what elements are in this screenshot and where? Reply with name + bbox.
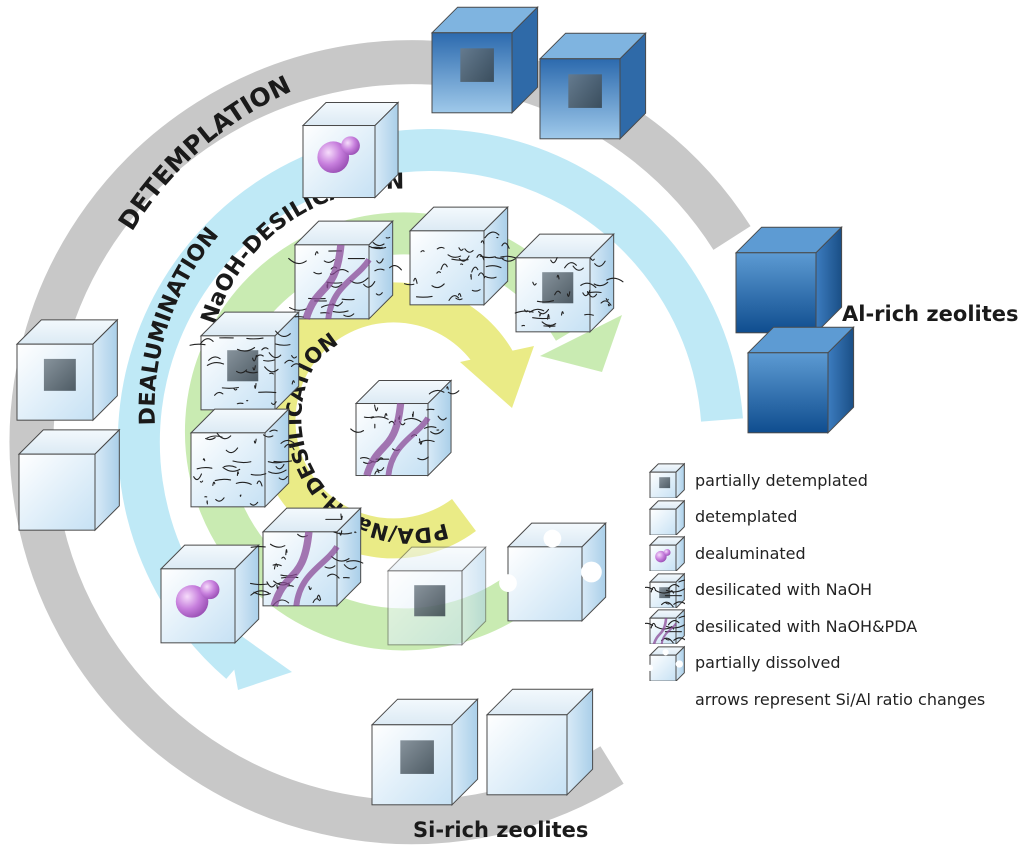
cube-al-rich-top bbox=[430, 5, 539, 115]
cube-al-rich-dark-inner bbox=[746, 325, 855, 435]
cube-naoh-left-inner bbox=[189, 310, 305, 412]
legend-item-pda-desilicated: desilicated with NaOH&PDA bbox=[645, 608, 1023, 645]
legend-item-naoh-desilicated: desilicated with NaOH bbox=[645, 572, 1023, 609]
naoh-desilicated-swatch bbox=[645, 572, 685, 608]
dealumination-arrowhead bbox=[226, 625, 292, 690]
legend-label: partially detemplated bbox=[695, 470, 868, 490]
cube-al-rich-dark bbox=[734, 225, 843, 335]
detemplated-swatch bbox=[648, 499, 685, 535]
cube-naoh-pda-top bbox=[288, 219, 402, 321]
naoh-arrowhead bbox=[540, 315, 622, 372]
legend-label: arrows represent Si/Al ratio changes bbox=[695, 689, 986, 709]
legend-item-arrows-note: arrows represent Si/Al ratio changes bbox=[645, 681, 1023, 718]
swatch-pda-desilicated-cube bbox=[645, 608, 685, 645]
partially-detemplated-swatch bbox=[648, 462, 685, 499]
legend-item-dealuminated: dealuminated bbox=[645, 535, 1023, 572]
cube-naoh-blue bbox=[403, 205, 518, 307]
cube-dealuminated-top bbox=[301, 101, 400, 199]
pda-desilicated-swatch bbox=[645, 608, 685, 645]
al-rich-zeolites-label: Al-rich zeolites bbox=[842, 302, 1019, 326]
partially-dissolved-swatch bbox=[646, 645, 685, 681]
zeolite-crystals bbox=[15, 5, 855, 807]
legend-item-partially-dissolved: partially dissolved bbox=[645, 645, 1023, 682]
legend-item-partially-detemplated: partially detemplated bbox=[645, 462, 1023, 499]
si-rich-zeolites-label: Si-rich zeolites bbox=[413, 818, 589, 842]
swatch-dissolved-crystal bbox=[646, 645, 685, 681]
cube-naoh-ghost bbox=[386, 545, 487, 647]
legend-label: desilicated with NaOH&PDA bbox=[695, 616, 918, 636]
pda-arrowhead bbox=[460, 346, 534, 408]
swatch-partially-detemplated-cube bbox=[648, 462, 685, 499]
legend: partially detemplated detemplated dealum… bbox=[645, 462, 1023, 718]
legend-spacer bbox=[645, 681, 685, 717]
legend-item-detemplated: detemplated bbox=[645, 499, 1023, 536]
legend-label: partially dissolved bbox=[695, 653, 841, 673]
legend-label: desilicated with NaOH bbox=[695, 580, 873, 600]
crystal-partially-dissolved bbox=[499, 521, 607, 623]
swatch-naoh-desilicated-cube bbox=[645, 572, 685, 608]
legend-label: detemplated bbox=[695, 507, 798, 527]
swatch-detemplated-cube bbox=[648, 499, 685, 535]
cube-si-rich-detemplated bbox=[485, 687, 594, 797]
dealumination-ring bbox=[117, 128, 743, 690]
dealuminated-swatch bbox=[648, 535, 685, 572]
cube-naoh-left bbox=[189, 407, 298, 509]
cube-al-rich-inner bbox=[538, 31, 647, 141]
cube-dealuminated-bottom bbox=[159, 543, 260, 645]
cube-naoh-inner-right bbox=[514, 232, 624, 334]
cube-detemplated-left bbox=[17, 428, 121, 532]
legend-label: dealuminated bbox=[695, 543, 806, 563]
cube-naoh-pda-bottom bbox=[249, 506, 364, 608]
cube-partially-detemplated-left bbox=[15, 318, 119, 422]
swatch-dealuminated-cube bbox=[648, 535, 685, 572]
cube-si-rich-inner bbox=[370, 697, 479, 807]
cube-pda-center bbox=[350, 379, 460, 477]
